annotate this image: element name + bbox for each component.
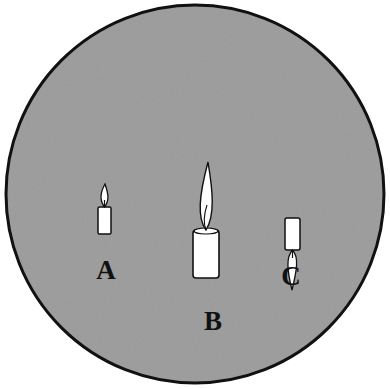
candle-a	[98, 184, 111, 234]
candle-label: B	[204, 308, 222, 335]
candle-label: C	[281, 263, 301, 290]
view-circle	[6, 5, 384, 383]
candle-b	[193, 162, 219, 278]
texture	[8, 7, 382, 381]
candle-label: A	[96, 257, 116, 284]
